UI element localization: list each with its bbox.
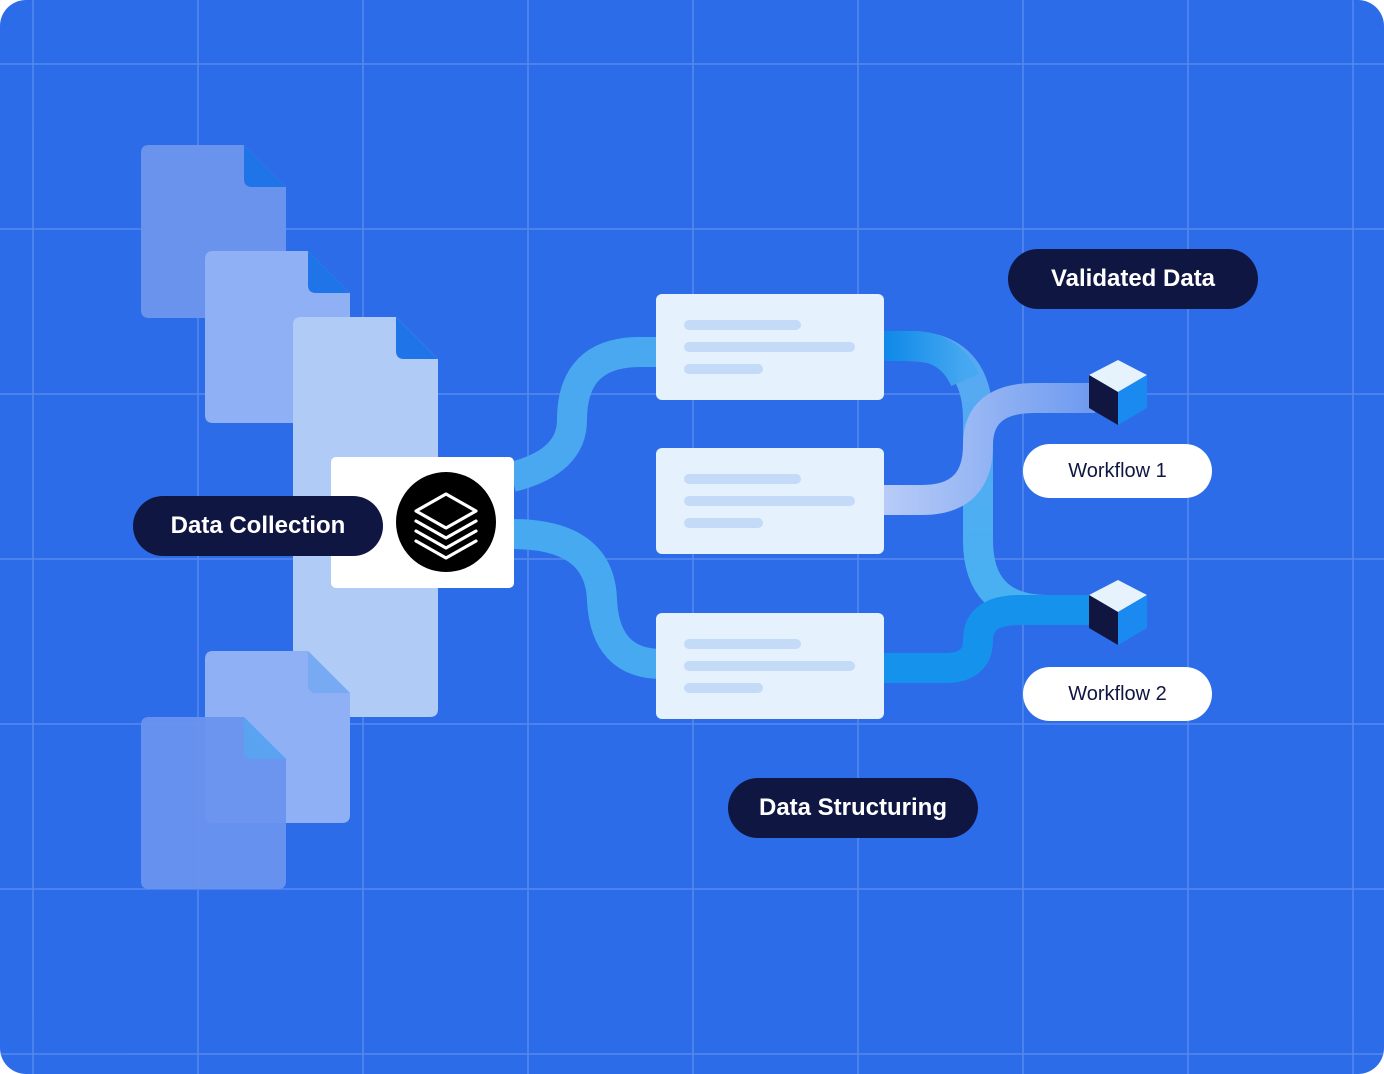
data-collection-text: Data Collection	[170, 512, 346, 539]
validated-data-text: Validated Data	[1050, 265, 1216, 292]
validated-data-label: Validated Data	[1008, 249, 1258, 309]
hub-connectors	[507, 337, 663, 679]
connector-card2-to-workflow1	[878, 383, 1095, 515]
connector-top	[507, 337, 662, 492]
data-structuring-label: Data Structuring	[728, 778, 978, 838]
workflow-connectors	[878, 331, 1095, 683]
workflow-1-label: Workflow 1	[1023, 444, 1212, 498]
data-collection-label: Data Collection	[133, 496, 383, 556]
data-card	[656, 613, 884, 719]
document-icon	[141, 717, 286, 889]
document-stack	[141, 145, 438, 889]
connector-bottom	[511, 519, 663, 679]
hub-box	[331, 457, 514, 588]
cube-icon	[1089, 360, 1147, 425]
layers-stack-icon	[414, 492, 478, 560]
data-card	[656, 448, 884, 554]
workflow-1-text: Workflow 1	[1068, 459, 1167, 482]
data-structuring-text: Data Structuring	[758, 794, 947, 821]
cube-icon	[1089, 580, 1147, 645]
connector-card1-top-segment	[878, 331, 979, 387]
workflow-2-label: Workflow 2	[1023, 667, 1212, 721]
workflow-2-text: Workflow 2	[1068, 682, 1167, 705]
data-card	[656, 294, 884, 400]
